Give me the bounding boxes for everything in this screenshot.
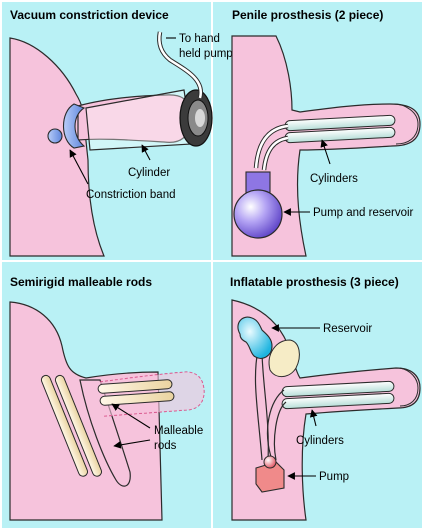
vacuum-band-knob (47, 128, 63, 144)
rods-flaccid-rod-b (54, 374, 103, 477)
panel-vacuum-title: Vacuum constriction device (10, 8, 169, 22)
panel-vacuum: Vacuum constriction device To hand held … (9, 8, 233, 257)
vacuum-constriction-band (62, 103, 86, 149)
vacuum-pump-hose (158, 31, 203, 99)
rods-erect-rod-lower (99, 391, 175, 406)
vacuum-cylinder-cap-center (195, 109, 205, 127)
panel-inflatable3: Inflatable prosthesis (3 piece) Reservoi… (230, 275, 421, 521)
panel-penile2-title: Penile prosthesis (2 piece) (232, 8, 383, 22)
panel-rods-title: Semirigid malleable rods (10, 275, 152, 289)
inflatable3-cylinder-lower (281, 392, 395, 410)
rods-label-line1: Malleable (154, 425, 203, 437)
vacuum-label-band: Constriction band (86, 189, 176, 201)
vacuum-band-arrow (69, 149, 89, 185)
inflatable3-cylinders-arrow (309, 409, 318, 427)
penile2-tube-a (254, 124, 289, 169)
panel-inflatable3-title: Inflatable prosthesis (3 piece) (230, 275, 399, 289)
inflatable3-bladder (268, 339, 300, 377)
inflatable3-tube-res-a (254, 349, 263, 461)
penile2-cylinders-arrow (320, 139, 331, 165)
rods-label-line2: rods (154, 440, 177, 452)
panel-penile2: Penile prosthesis (2 piece) Cylinders Pu… (231, 8, 421, 257)
vacuum-label-pump-line2: held pump (179, 48, 233, 60)
rods-flaccid-rod-a (40, 374, 89, 477)
inflatable3-label-reservoir: Reservoir (323, 323, 372, 335)
inflatable3-glans-line (399, 367, 419, 407)
penile2-tube-b (262, 136, 289, 171)
penile2-reservoir (233, 189, 283, 239)
rods-arrow-lower (113, 439, 151, 449)
inflatable3-reservoir (237, 316, 273, 359)
inflatable3-tube-cyl-b (273, 401, 287, 461)
inflatable3-pump-bulb (263, 455, 277, 469)
inflatable3-tube-cyl-a (266, 389, 285, 461)
penile2-label-pump: Pump and reservoir (313, 207, 414, 219)
penile2-glans-line (393, 103, 419, 145)
inflatable3-label-pump: Pump (319, 471, 349, 483)
panel-rods: Semirigid malleable rods Malleable rods (9, 275, 205, 521)
vacuum-label-cylinder: Cylinder (128, 167, 170, 179)
rods-arrow-upper (111, 403, 151, 429)
vacuum-cylinder-arrow (141, 144, 151, 161)
rods-erect-rod-upper (97, 379, 173, 394)
vacuum-label-pump-line1: To hand (179, 33, 220, 45)
penile2-label-cylinders: Cylinders (310, 173, 358, 185)
inflatable3-label-cylinders: Cylinders (296, 435, 344, 447)
